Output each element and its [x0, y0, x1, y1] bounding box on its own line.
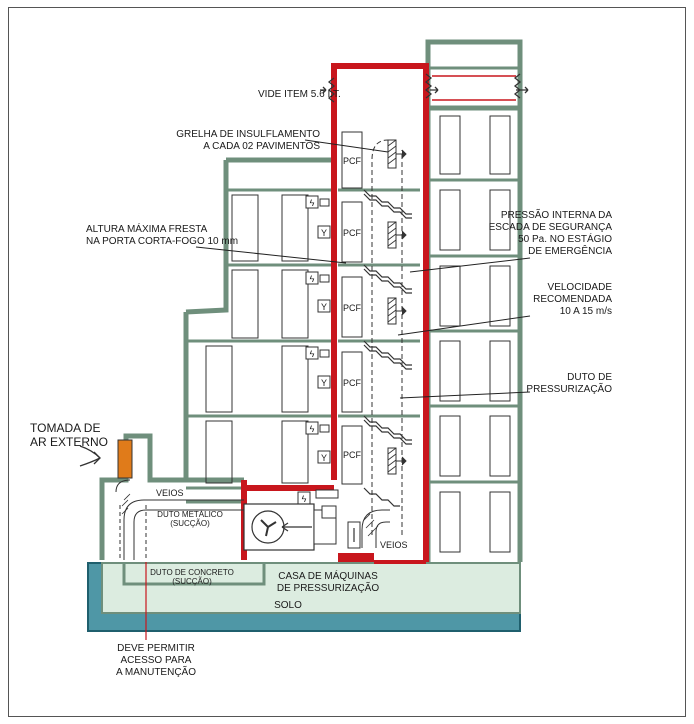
basement-walls [122, 563, 266, 586]
pcf-label: PCF [343, 228, 362, 238]
pcf-label: PCF [343, 378, 362, 388]
label-veios-left: VEIOS [156, 488, 184, 498]
label-deve-1: DEVE PERMITIR [117, 643, 195, 654]
label-velocidade-2: RECOMENDADA [533, 294, 612, 305]
top-vents [320, 73, 529, 103]
label-veios-right: VEIOS [380, 540, 408, 550]
y-symbol: Y [321, 378, 327, 388]
label-altura-2: NA PORTA CORTA-FOGO 10 mm [86, 236, 238, 247]
label-casa-1: CASA DE MÁQUINAS [278, 569, 378, 582]
label-duto-metalico-2: (SUCÇÃO) [170, 519, 210, 528]
suction-ducts [115, 479, 244, 560]
y-symbol: Y [321, 302, 327, 312]
y-symbol: Y [321, 228, 327, 238]
left-wing-walls [99, 157, 334, 560]
left-floors [186, 188, 334, 504]
pcf-label: PCF [343, 156, 362, 166]
fan-unit [243, 489, 390, 551]
pcf-doors [341, 131, 363, 485]
label-deve-2: ACESSO PARA [121, 655, 192, 666]
label-tomada-2: AR EXTERNO [30, 435, 108, 449]
label-grelha-1: GRELHA DE INSULFLAMENTO [176, 129, 320, 140]
pcf-label: PCF [343, 303, 362, 313]
label-duto-concreto-2: (SUCÇÃO) [172, 577, 212, 586]
bolt-icon: ϟ [310, 198, 315, 208]
shaft-base-plate [338, 553, 374, 562]
intake-arrow-icon [79, 445, 101, 467]
left-rooms [205, 194, 309, 484]
pressurization-duct [371, 139, 403, 535]
pcf-label: PCF [343, 450, 362, 460]
duct-hatch [121, 493, 131, 515]
label-pressao-4: DE EMERGÊNCIA [528, 244, 612, 257]
label-solo: SOLO [274, 600, 302, 611]
label-deve-3: A MANUTENÇÃO [116, 665, 196, 678]
label-grelha-2: A CADA 02 PAVIMENTOS [203, 141, 320, 152]
label-tomada-1: TOMADA DE [30, 421, 100, 435]
bolt-icon: ϟ [310, 274, 315, 284]
leader-lines [195, 139, 531, 399]
label-duto-2: PRESSURIZAÇÃO [526, 382, 612, 395]
label-duto-1: DUTO DE [567, 372, 612, 383]
label-pressao-2: ESCADA DE SEGURANÇA [489, 222, 613, 233]
external-air-intake [117, 439, 133, 479]
label-vide-item: VIDE ITEM 5.6 I.T. [258, 89, 341, 100]
label-altura-1: ALTURA MÁXIMA FRESTA [86, 222, 208, 235]
panel-symbols [297, 195, 331, 505]
label-velocidade-3: 10 A 15 m/s [560, 306, 612, 317]
label-casa-2: DE PRESSURIZAÇÃO [277, 581, 379, 594]
bolt-icon: ϟ [310, 424, 315, 434]
right-rooms [439, 115, 511, 553]
bolt-icon: ϟ [310, 349, 315, 359]
label-velocidade-1: VELOCIDADE [548, 282, 613, 293]
label-duto-concreto-1: DUTO DE CONCRETO [150, 568, 234, 577]
shaft-floor-plates [338, 188, 420, 418]
ground [87, 562, 521, 632]
bolt-icon: ϟ [302, 494, 307, 504]
label-duto-metalico-1: DUTO METÁLICO [157, 510, 223, 519]
label-pressao-1: PRESSÃO INTERNA DA [501, 208, 612, 221]
y-symbol: Y [321, 453, 327, 463]
right-floors [428, 66, 520, 484]
label-pressao-3: 50 Pa. NO ESTÁGIO [518, 232, 612, 245]
grilles [387, 139, 407, 475]
